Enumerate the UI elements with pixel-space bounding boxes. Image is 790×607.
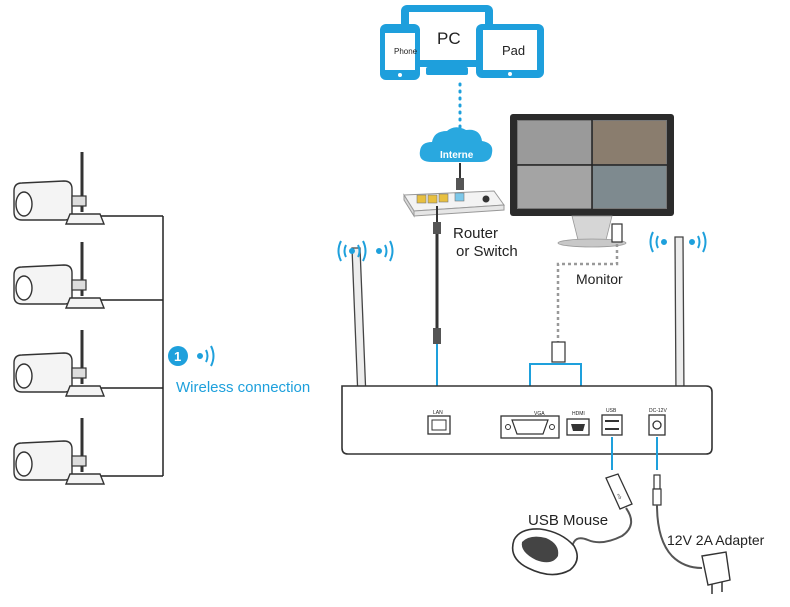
- step-number: 1: [174, 349, 181, 364]
- usb-mouse-icon: [511, 528, 578, 576]
- wireless-connection-label: Wireless connection: [176, 379, 310, 396]
- hdmi-port-icon: [566, 418, 590, 436]
- pad-icon: [476, 24, 544, 78]
- wifi-signal-icon: [197, 345, 215, 367]
- pad-label: Pad: [502, 43, 525, 58]
- ip-camera-icon: [13, 418, 106, 485]
- video-plug-icon: [551, 341, 566, 363]
- router-icon: [403, 190, 505, 218]
- ip-camera-icon: [13, 152, 106, 225]
- usb-port-label: USB: [606, 408, 617, 414]
- monitor-icon: [510, 114, 674, 248]
- monitor-video-cable: [556, 244, 619, 342]
- usb-port-icon: [601, 414, 623, 436]
- vga-port-label: VGA: [534, 411, 545, 417]
- vga-port-icon: [500, 415, 560, 439]
- wifi-signal-icon: [649, 231, 707, 253]
- usb-mouse-label: USB Mouse: [528, 512, 608, 529]
- monitor-label: Monitor: [576, 271, 623, 287]
- adapter-label: 12V 2A Adapter: [667, 532, 765, 548]
- router-label-line2: or Switch: [456, 243, 518, 260]
- ip-camera-icon: [13, 330, 106, 397]
- mouse-cable: [571, 507, 633, 549]
- lan-port-label: LAN: [433, 410, 443, 416]
- rj45-plug-icon: [456, 178, 464, 190]
- phone-label: Phone: [394, 47, 418, 56]
- phone-icon: [380, 24, 420, 80]
- dc-power-port-icon: [648, 414, 666, 436]
- wifi-signal-icon: [337, 240, 394, 262]
- svg-text:⇨: ⇨: [614, 493, 623, 502]
- pc-label: PC: [437, 29, 461, 48]
- rj45-plug-icon: [433, 328, 441, 344]
- rj45-plug-icon: [433, 222, 441, 234]
- power-adapter-icon: [701, 551, 731, 594]
- adapter-cable: [656, 504, 703, 569]
- hdmi-port-label: HDMI: [572, 411, 585, 417]
- cloud-icon: [419, 127, 493, 162]
- ip-camera-icon: [13, 242, 106, 309]
- router-label-line1: Router: [453, 225, 498, 242]
- dc-plug-icon: [652, 474, 662, 506]
- usb-plug-icon: ⇨: [605, 473, 633, 510]
- hdmi-plug-icon: [611, 223, 623, 243]
- dc-port-label: DC-12V: [649, 408, 667, 414]
- cloud-label: Interne: [440, 150, 474, 161]
- pc-icon: [401, 5, 493, 75]
- lan-port-icon: [427, 415, 451, 435]
- camera-bracket-lines: [100, 215, 164, 477]
- step-badge: [168, 346, 188, 366]
